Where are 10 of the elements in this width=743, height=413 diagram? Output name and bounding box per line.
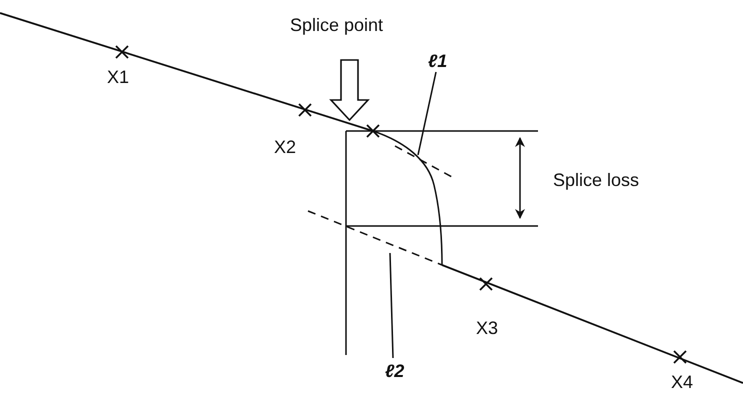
diagram-label: X2 — [274, 136, 296, 158]
leader-line — [417, 72, 437, 156]
line-label: ℓ2 — [385, 360, 404, 382]
diagram-label: X1 — [107, 66, 130, 88]
leader-line — [389, 252, 394, 358]
diagram-label: Splice loss — [553, 169, 640, 191]
diagram-label: X3 — [476, 317, 498, 339]
line-label: ℓ1 — [428, 50, 448, 72]
diagram-label: X4 — [671, 371, 694, 393]
diagram-label: Splice point — [290, 14, 384, 36]
